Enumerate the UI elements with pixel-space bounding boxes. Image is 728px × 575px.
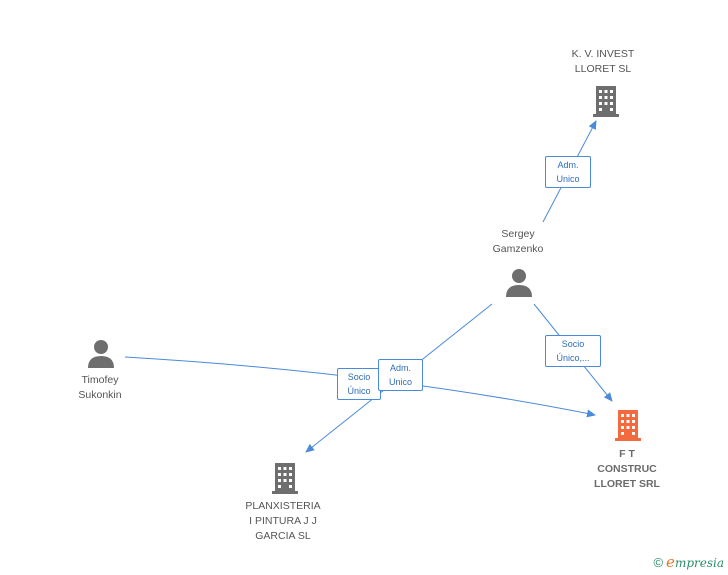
empresia-logo: empresia — [666, 553, 724, 571]
node-label: PLANXISTERIA I PINTURA J J GARCIA SL — [245, 500, 321, 542]
node-label: F T CONSTRUC LLORET SRL — [594, 448, 660, 490]
building-icon[interactable] — [589, 84, 623, 118]
node-label: Timofey Sukonkin — [78, 374, 122, 401]
edge-label-adm-unico-planx[interactable]: Adm. Unico — [378, 359, 423, 391]
node-timofey-sukonkin[interactable]: Timofey Sukonkin — [50, 373, 150, 403]
node-sergey-gamzenko[interactable]: Sergey Gamzenko — [468, 227, 568, 257]
node-ft-construc[interactable]: F T CONSTRUC LLORET SRL — [572, 447, 682, 492]
edge-label-adm-unico-kv[interactable]: Adm. Unico — [545, 156, 591, 188]
edge-label-socio-unico-timofey[interactable]: Socio Único — [337, 368, 381, 400]
edge-label-socio-unico-ft[interactable]: Socio Único,... — [545, 335, 601, 367]
person-icon[interactable] — [85, 338, 117, 370]
node-label: K. V. INVEST LLORET SL — [571, 48, 635, 75]
footer-brand: © empresia — [653, 553, 724, 571]
building-icon[interactable] — [268, 461, 302, 495]
person-icon[interactable] — [503, 267, 535, 299]
copyright-icon: © — [653, 554, 664, 570]
building-icon[interactable] — [611, 408, 645, 442]
node-planxisteria[interactable]: PLANXISTERIA I PINTURA J J GARCIA SL — [228, 499, 338, 544]
node-kv-invest[interactable]: K. V. INVEST LLORET SL — [548, 47, 658, 77]
node-label: Sergey Gamzenko — [492, 228, 544, 255]
